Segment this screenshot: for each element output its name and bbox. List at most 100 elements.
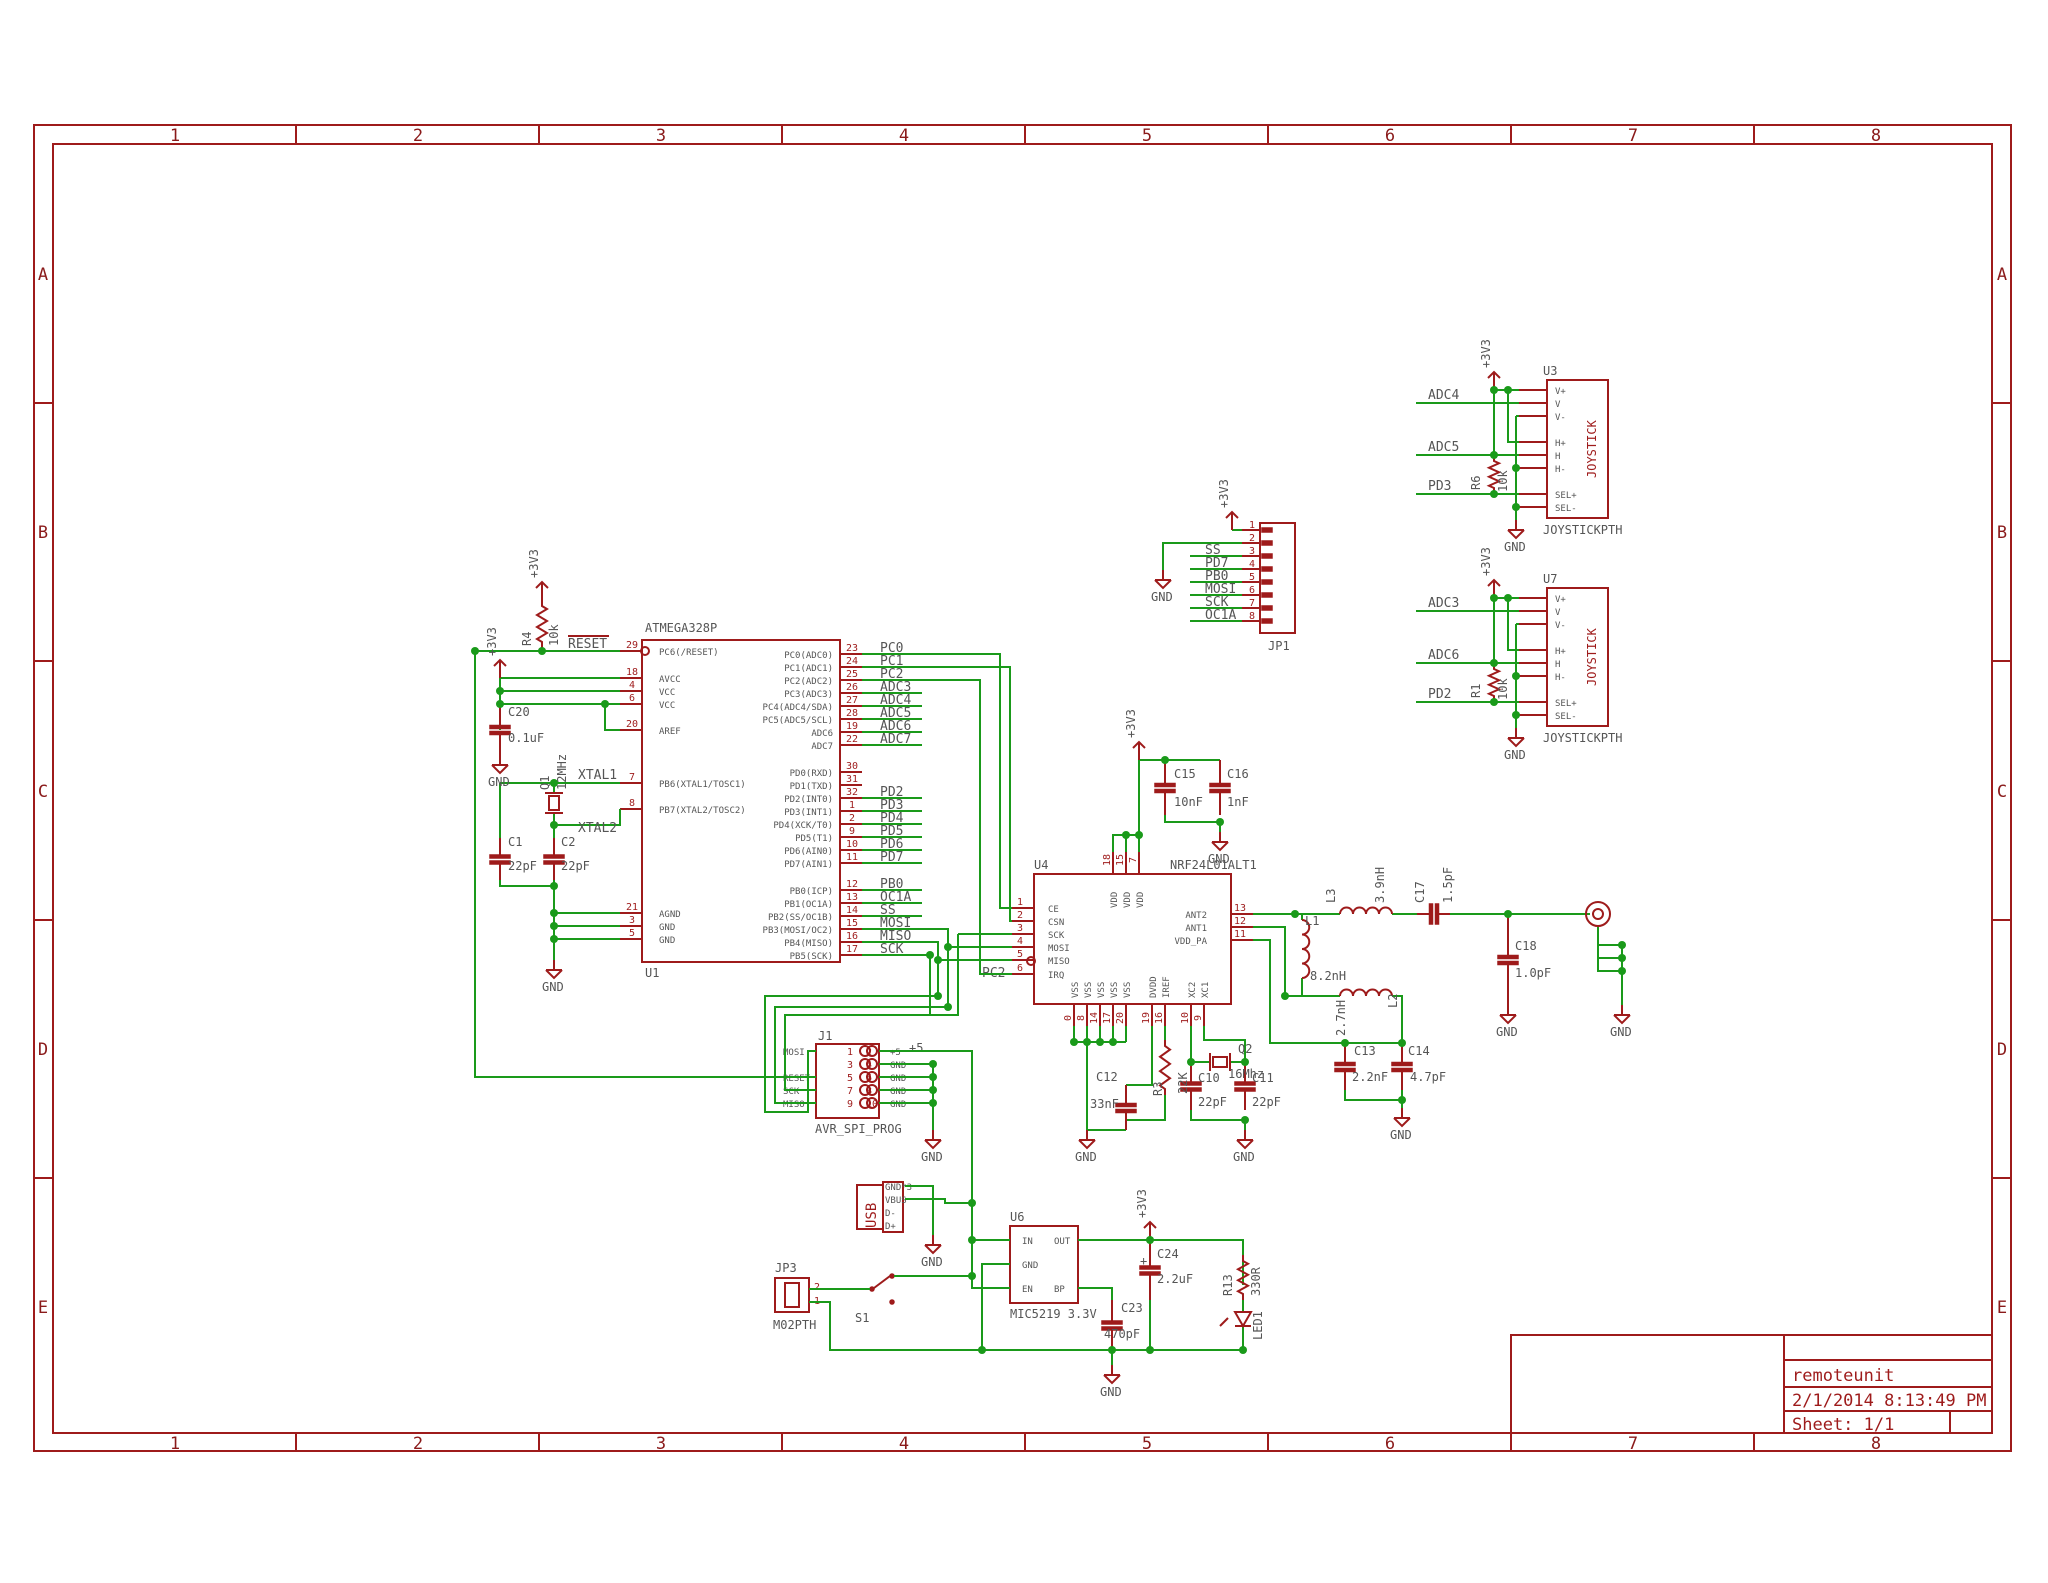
cap-plate — [1115, 1108, 1137, 1114]
gnd-symbol: GND — [921, 1130, 943, 1164]
part-ref: C13 — [1354, 1044, 1376, 1058]
part-ref: C15 — [1174, 767, 1196, 781]
gnd-symbol: GND — [921, 1235, 943, 1269]
col-label: 8 — [1871, 126, 1881, 146]
u1-part: ATMEGA328P — [645, 621, 717, 635]
col-label: 2 — [413, 126, 423, 146]
part-ref: R4 — [520, 632, 534, 646]
supply-3v3-symbol: +3V3 — [1479, 339, 1501, 390]
c23-capacitor — [1101, 1300, 1123, 1350]
j1-pin-circle — [866, 1058, 878, 1070]
jp1-pin-number: 1 — [1249, 520, 1255, 531]
joystick-pin-name: H+ — [1555, 439, 1566, 449]
junction — [1096, 1038, 1104, 1046]
u1-pin-name: AREF — [659, 727, 681, 737]
row-label: D — [38, 1040, 48, 1060]
junctions — [471, 386, 1626, 1354]
c24-polarity: + — [1140, 1254, 1147, 1268]
gnd-arrow — [545, 969, 563, 980]
net-label: PB0 — [880, 877, 903, 892]
u1-pin-name: PC2(ADC2) — [784, 677, 833, 687]
title-block-sheet: Sheet: 1/1 — [1792, 1415, 1894, 1435]
part-ref: LED1 — [1251, 1311, 1265, 1340]
j1-pin-label: GND — [890, 1061, 906, 1071]
u4-pin-number: 20 — [1115, 1012, 1126, 1024]
u1-ref: U1 — [645, 966, 659, 980]
u4-pin-name: VDD_PA — [1174, 937, 1207, 947]
j1-pin-number: 7 — [847, 1086, 853, 1097]
junction — [1070, 1038, 1078, 1046]
junction — [1490, 594, 1498, 602]
net-label: PD6 — [880, 837, 903, 852]
part-ref: C24 — [1157, 1247, 1179, 1261]
gnd-arrow — [491, 764, 509, 775]
wire — [922, 666, 1012, 922]
junction — [978, 1346, 986, 1354]
j1-pin-circle — [859, 1084, 871, 1096]
joystick-u7: U7 JOYSTICKPTH JOYSTICK V+VV-H+HH-SEL+SE… — [1519, 572, 1622, 745]
gnd-arrow — [1613, 1014, 1631, 1025]
junction — [550, 922, 558, 930]
junction — [1146, 1236, 1154, 1244]
net-label: MOSI — [880, 916, 911, 931]
u4-pin-name: CSN — [1048, 918, 1064, 928]
part-value: 1nF — [1227, 795, 1249, 809]
j1-pin-circle — [866, 1045, 878, 1057]
resistor-zigzag — [1486, 455, 1502, 494]
gnd-label: GND — [921, 1255, 943, 1269]
j1-pin-number: 9 — [847, 1099, 853, 1110]
u6-pin-name: IN — [1022, 1237, 1033, 1247]
u4-pin-number: 0 — [1063, 1015, 1074, 1021]
j1-pin-label: MOSI — [783, 1048, 805, 1058]
col-label: 4 — [899, 126, 909, 146]
part-ref: L3 — [1324, 889, 1338, 903]
j1-pin-label: SCK — [783, 1087, 800, 1097]
net-label: ADC5 — [1428, 440, 1459, 455]
gnd-label: GND — [542, 980, 564, 994]
junction — [496, 687, 504, 695]
joystick-u3: U3 JOYSTICKPTH JOYSTICK V+VV-H+HH-SEL+SE… — [1519, 364, 1622, 537]
junction — [1216, 818, 1224, 826]
part-value: 330R — [1249, 1266, 1263, 1296]
gnd-label: GND — [1100, 1385, 1122, 1399]
wire — [1597, 926, 1622, 946]
u1-pin-number: 28 — [846, 708, 858, 719]
u1-pin-name: GND — [659, 936, 675, 946]
row-label: E — [38, 1298, 48, 1318]
part-ref: R6 — [1469, 476, 1483, 490]
u4-pin-number: 10 — [1180, 1012, 1191, 1024]
cap-plate — [489, 860, 511, 865]
junction — [1239, 1346, 1247, 1354]
u1-pin-name: PB1(OC1A) — [784, 900, 833, 910]
part-value: 4.7pF — [1410, 1070, 1446, 1084]
junction — [1146, 1346, 1154, 1354]
junction — [1490, 386, 1498, 394]
junction — [1490, 659, 1498, 667]
u1-pin-number: 18 — [626, 667, 638, 678]
part-ref: C16 — [1227, 767, 1249, 781]
junction — [934, 992, 942, 1000]
u1-pin-number: 32 — [846, 787, 858, 798]
junction — [1109, 1038, 1117, 1046]
j1-ref: J1 — [818, 1029, 832, 1043]
part-ref: L1 — [1305, 914, 1319, 928]
u4-pin-number: 1 — [1017, 897, 1023, 908]
wire — [1112, 834, 1139, 852]
gnd-arrow — [1154, 579, 1172, 590]
u4-pin-name: IRQ — [1048, 971, 1064, 981]
usb-pin-name: D- — [885, 1209, 896, 1219]
cap-plate — [1334, 1061, 1356, 1067]
gnd-arrow — [924, 1139, 942, 1150]
wire — [553, 809, 621, 826]
usb-pin-name: GND*3 — [885, 1183, 912, 1193]
resistor-zigzag — [1486, 663, 1502, 702]
net-label: ADC4 — [1428, 388, 1459, 403]
c18-capacitor — [1497, 914, 1519, 1005]
gnd-arrow — [1211, 841, 1229, 852]
resistor-zigzag — [535, 600, 549, 648]
wire — [1253, 926, 1286, 996]
gnd-arrow — [924, 1244, 942, 1255]
s1-lever — [873, 1275, 891, 1289]
gnd-label: GND — [1208, 852, 1230, 866]
